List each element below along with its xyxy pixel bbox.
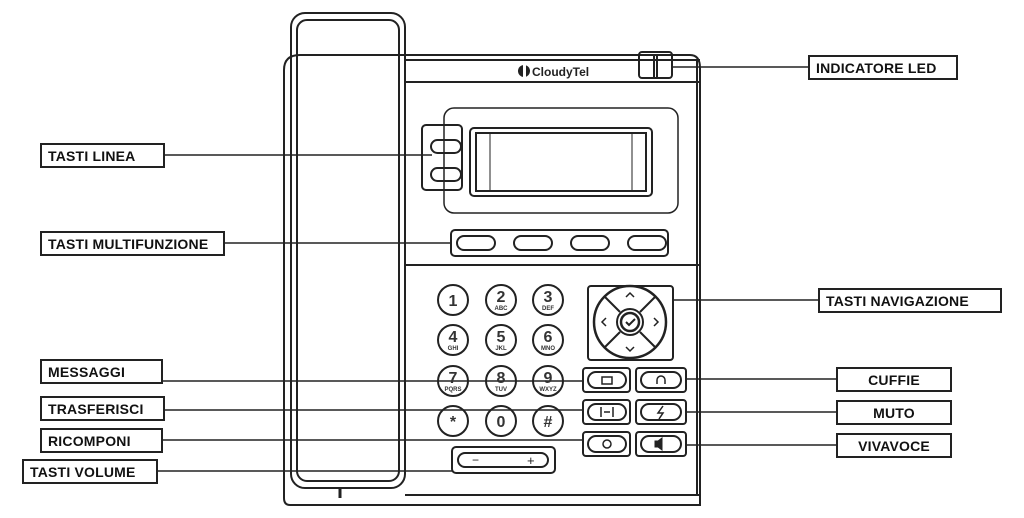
key-letters: PQRS [444, 387, 461, 393]
label-mute: MUTO [836, 400, 952, 425]
brand-name: CloudyTel [532, 65, 589, 79]
key-outline [485, 365, 517, 397]
key-outline [532, 284, 564, 316]
keypad-key-1[interactable]: 1 [437, 284, 469, 316]
label-soft-keys: TASTI MULTIFUNZIONE [40, 231, 225, 256]
key-outline [437, 405, 469, 437]
volume-keys[interactable]: − + [451, 446, 556, 474]
label-speaker: VIVAVOCE [836, 433, 952, 458]
key-letters: DEF [542, 306, 554, 312]
cloudytel-logo: CloudyTel [518, 64, 589, 79]
key-digit: 6 [544, 329, 553, 346]
soft-keys[interactable] [450, 229, 669, 257]
key-letters: GHI [448, 346, 459, 352]
key-digit: 0 [497, 414, 506, 431]
lcd-screen [469, 127, 653, 197]
key-digit: 7 [449, 370, 458, 387]
label-messages: MESSAGGI [40, 359, 163, 384]
key-digit: 3 [544, 289, 553, 306]
led-indicator [638, 51, 673, 79]
keypad-key-*[interactable]: * [437, 405, 469, 437]
label-led-indicator: INDICATORE LED [808, 55, 958, 80]
key-letters: JKL [495, 346, 507, 352]
key-digit: 2 [497, 289, 506, 306]
key-digit: # [544, 414, 553, 431]
label-redial: RICOMPONI [40, 428, 163, 453]
key-outline [485, 324, 517, 356]
key-digit: 5 [497, 329, 506, 346]
handset [290, 12, 406, 489]
navigation-keys[interactable] [587, 284, 674, 361]
key-outline [437, 324, 469, 356]
volume-down[interactable]: − [472, 453, 479, 467]
key-outline [485, 284, 517, 316]
leader-lines [158, 66, 836, 472]
key-digit: 9 [544, 370, 553, 387]
label-headset: CUFFIE [836, 367, 952, 392]
key-letters: TUV [495, 387, 507, 393]
keypad-key-0[interactable]: 0 [485, 405, 517, 437]
key-outline [437, 365, 469, 397]
label-line-keys: TASTI LINEA [40, 143, 165, 168]
label-transfer: TRASFERISCI [40, 396, 165, 421]
key-digit: 1 [449, 293, 458, 310]
key-letters: WXYZ [539, 387, 557, 393]
key-outline [532, 324, 564, 356]
key-digit: 4 [449, 329, 458, 346]
phone-body [283, 54, 701, 506]
volume-up[interactable]: + [527, 453, 535, 468]
function-keys[interactable] [582, 367, 687, 457]
key-digit: 8 [497, 370, 506, 387]
key-outline [485, 405, 517, 437]
display-bezel [443, 107, 679, 214]
line-keys[interactable] [421, 124, 463, 191]
label-volume: TASTI VOLUME [22, 459, 158, 484]
key-letters: MNO [541, 346, 555, 352]
key-outline [532, 405, 564, 437]
key-digit: * [450, 414, 457, 431]
key-outline [532, 365, 564, 397]
label-navigation: TASTI NAVIGAZIONE [818, 288, 1002, 313]
key-outline [437, 284, 469, 316]
keypad-key-#[interactable]: # [532, 405, 564, 437]
key-letters: ABC [495, 306, 509, 312]
